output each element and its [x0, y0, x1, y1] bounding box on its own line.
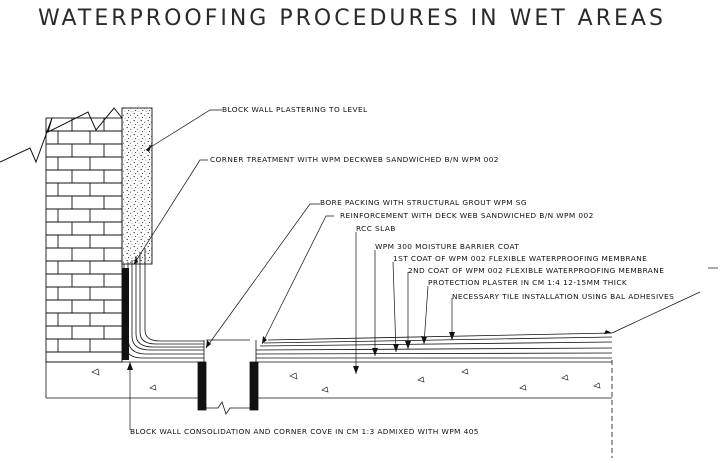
label-tile-installation: NECESSARY TILE INSTALLATION USING BAL AD… — [452, 292, 674, 301]
label-first-coat: 1ST COAT OF WPM 002 FLEXIBLE WATERPROOFI… — [393, 254, 647, 263]
leader-arrowheads — [127, 144, 612, 374]
label-block-wall-plastering: BLOCK WALL PLASTERING TO LEVEL — [222, 105, 368, 114]
tile-leader-line — [611, 291, 701, 334]
rcc-aggregate-marks — [91, 368, 601, 393]
label-protection-plaster: PROTECTION PLASTER IN CM 1:4 12-15MM THI… — [428, 278, 627, 287]
brick-courses — [46, 118, 122, 353]
label-moisture-barrier: WPM 300 MOISTURE BARRIER COAT — [375, 242, 519, 251]
label-corner-treatment: CORNER TREATMENT WITH WPM DECKWEB SANDWI… — [210, 155, 499, 164]
page-title: WATERPROOFING PROCEDURES IN WET AREAS — [38, 6, 666, 31]
label-reinforcement: REINFORCEMENT WITH DECK WEB SANDWICHED B… — [340, 211, 594, 220]
label-bore-packing: BORE PACKING WITH STRUCTURAL GROUT WPM S… — [320, 198, 527, 207]
floor-layers — [45, 332, 613, 399]
corner-cove — [122, 268, 129, 360]
leader-lines — [129, 109, 453, 430]
label-rcc-slab: RCC SLAB — [356, 224, 396, 233]
wall-break-line — [0, 107, 123, 164]
label-block-wall-consolidation: BLOCK WALL CONSOLIDATION AND CORNER COVE… — [130, 427, 479, 436]
label-second-coat: 2ND COAT OF WPM 002 FLEXIBLE WATERPROOFI… — [408, 266, 664, 275]
bore-opening — [197, 339, 259, 415]
block-wall-plaster — [121, 107, 153, 265]
corner-treatment-layers — [123, 248, 204, 359]
block-wall — [45, 117, 123, 363]
